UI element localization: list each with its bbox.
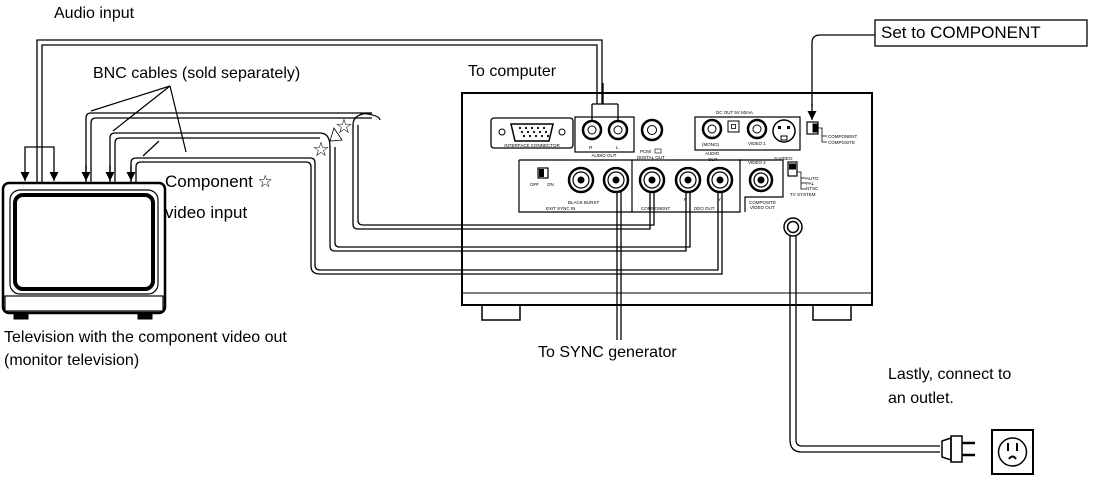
sync-cable [616, 192, 622, 340]
bnc-jacks [567, 166, 734, 194]
pcm-label: PCM/ [640, 149, 652, 154]
tv-system-label: TV SYSTEM [790, 192, 816, 197]
switch-component-label: COMPONENT [828, 134, 858, 139]
bnc-cable-3 [130, 157, 723, 275]
bnc-jack [706, 166, 734, 194]
tv-caption-line-1: Television with the component video out [4, 329, 287, 346]
power-inlet [783, 217, 803, 237]
tv-caption-line-2: (monitor television) [4, 352, 140, 369]
jack-y-label: Y [718, 197, 721, 202]
video-out-label: VIDEO OUT [750, 205, 775, 210]
bnc-pointer-lines [90, 85, 187, 153]
interface-connector: INTERFACE CONNECTOR [490, 117, 574, 149]
bnc-jack [638, 166, 666, 194]
pal-label: PAL [806, 181, 815, 186]
connector-pin [518, 126, 522, 130]
main-unit [461, 92, 873, 321]
bnc-cable-1 [85, 112, 372, 183]
audio-out-jacks [574, 116, 635, 153]
set-component-box [874, 19, 1088, 47]
switch-composite-label: COMPOSITE [828, 140, 855, 145]
connector-pin [532, 130, 536, 134]
digital-out-label: DIGITAL OUT [637, 155, 665, 160]
dc-out-label: DC OUT 5V 60mA [716, 110, 753, 115]
set-component-leader [811, 34, 875, 106]
to-sync-generator-label: To SYNC generator [538, 344, 677, 361]
component-text: Component [165, 172, 253, 191]
composite-label: COMPOSITE [749, 200, 776, 205]
audio-input-connector [24, 146, 55, 165]
audio-out-label: AUDIO OUT [591, 153, 616, 158]
audio-label: AUDIO [705, 151, 720, 156]
bnc-cable-2 [109, 132, 320, 183]
auto-label: AUTO [806, 176, 819, 181]
black-burst-label: BLACK BURST [568, 200, 600, 205]
connector-pin [522, 134, 526, 138]
video-out-section [518, 159, 784, 213]
audio-r-label: R [589, 145, 593, 150]
video-audio-out-block [694, 116, 801, 151]
connector-pin [520, 130, 524, 134]
to-computer-label: To computer [468, 63, 557, 80]
audio-cable [36, 39, 603, 183]
star-icon: ☆ [335, 116, 353, 138]
digital-out-jack [640, 118, 664, 142]
bnc-jack [567, 166, 595, 194]
connector-pin [536, 126, 540, 130]
interface-connector-label: INTERFACE CONNECTOR [504, 143, 560, 148]
audio-l-label: L [616, 145, 619, 150]
video1-label: VIDEO 1 [748, 141, 766, 146]
monitor-television [1, 181, 167, 320]
component-video-out-label: COMPONENT [641, 206, 671, 211]
lastly-label-line-2: an outlet. [888, 390, 954, 407]
bnc-cable-2-run [329, 147, 691, 252]
connector-pin [542, 126, 546, 130]
lastly-label-line-1: Lastly, connect to [888, 366, 1012, 383]
to-computer-bracket [591, 103, 619, 120]
component-composite-switch[interactable] [806, 121, 827, 143]
star-icon: ☆ [257, 172, 273, 191]
wall-outlet [991, 429, 1034, 475]
connector-pin [524, 126, 528, 130]
ntsc-label: NTSC [806, 186, 819, 191]
video2-label: VIDEO 2 [748, 160, 766, 165]
component-video-input-label-1: Component ☆ [165, 172, 273, 191]
bnc-jack [674, 166, 702, 194]
connector-pin [538, 130, 542, 134]
connector-pin [528, 134, 532, 138]
svideo-label: S-VIDEO [774, 156, 793, 161]
power-cord [789, 236, 940, 453]
bnc-cables-label: BNC cables (sold separately) [93, 65, 301, 82]
connector-pin [544, 130, 548, 134]
connector-pin [534, 134, 538, 138]
switch-on-label: ON [547, 182, 554, 187]
sync-off-on-switch[interactable] [537, 167, 549, 179]
connector-pin [540, 134, 544, 138]
connector-pin [546, 134, 550, 138]
set-to-component-label: Set to COMPONENT [881, 23, 1041, 42]
connector-pin [530, 126, 534, 130]
composite-video-out-jack [748, 167, 774, 193]
bnc-jack [602, 166, 630, 194]
component-video-input-label-2: video input [165, 203, 248, 222]
audio-input-label: Audio input [54, 5, 135, 22]
tv-system-switch[interactable] [787, 161, 806, 190]
power-plug [941, 435, 975, 463]
mono-label: (MONO) [702, 142, 719, 147]
switch-off-label: OFF [530, 182, 539, 187]
star-icon: ☆ [312, 139, 330, 161]
exit-sync-in-label: EXIT SYNC IN [546, 206, 575, 211]
connector-pin [526, 130, 530, 134]
deo-out-label: DEO OUT [694, 206, 715, 211]
bnc-cable-1-run [352, 125, 655, 230]
